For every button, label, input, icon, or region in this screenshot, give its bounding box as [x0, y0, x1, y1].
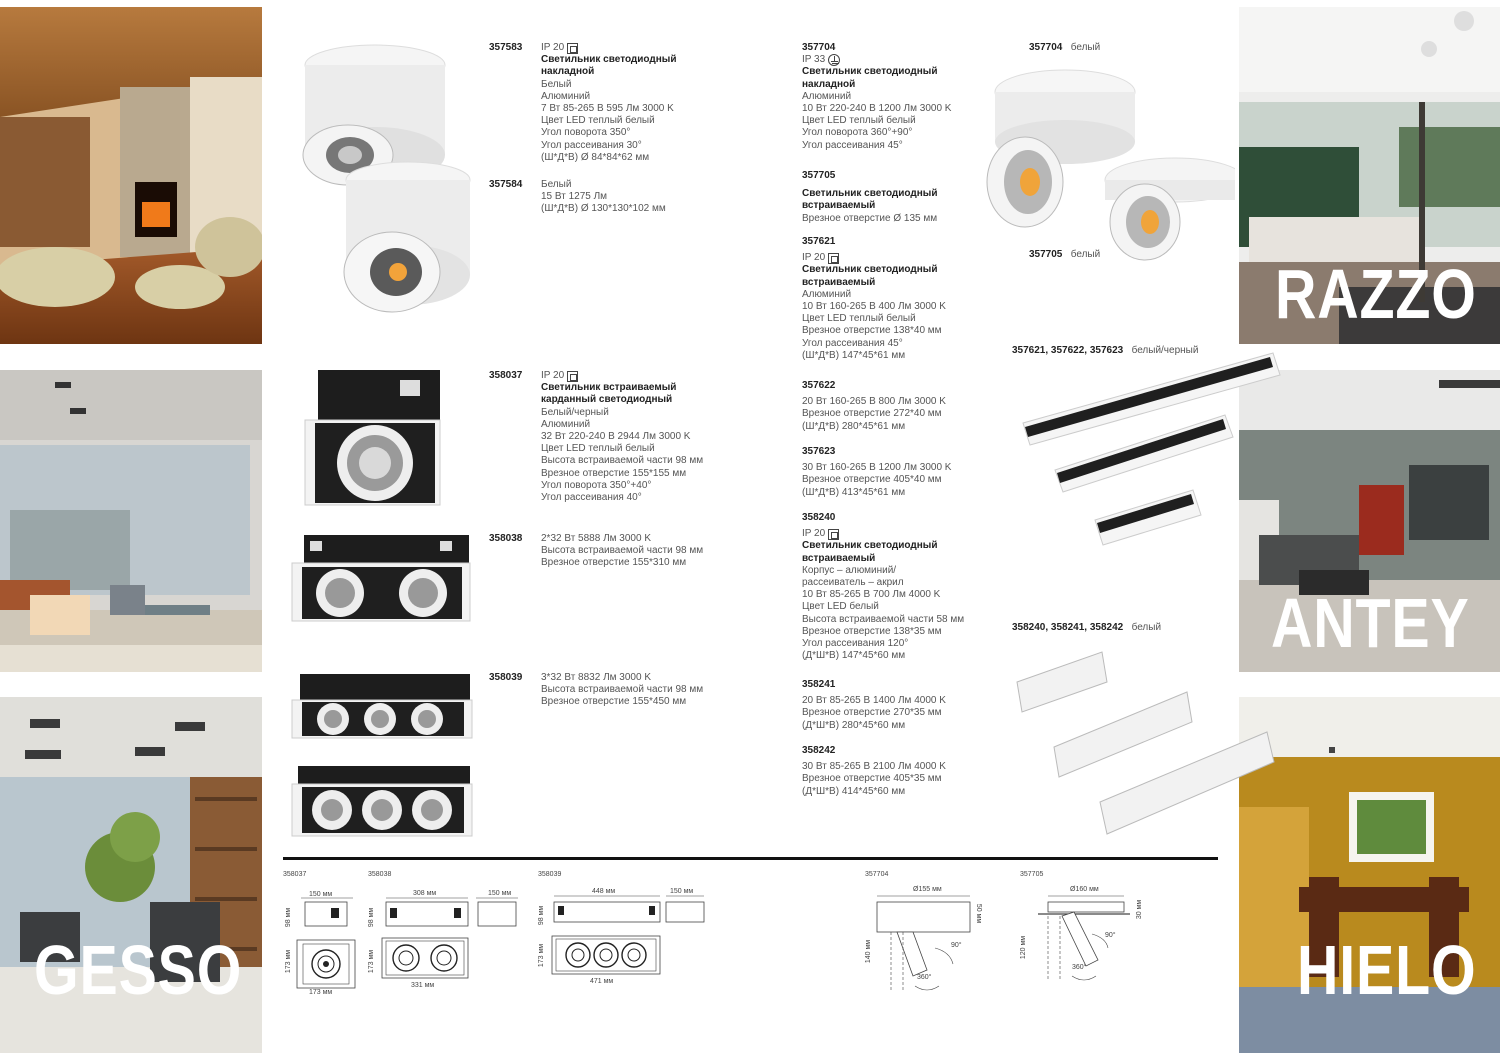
ip20-icon: [567, 370, 579, 382]
product-357622: 357622 20 Вт 160-265 В 800 Лм 3000 K Вре…: [802, 380, 946, 432]
drawing-357705: 357705 Ø160 мм 30 мм 120 мм 90° 360°: [1020, 868, 1150, 1000]
image-358038: [291, 535, 471, 622]
drawing-358038: 358038 308 мм 150 мм 98 мм 173 мм 331 мм: [368, 868, 533, 1000]
product-358038: 358038 2*32 Вт 5888 Лм 3000 K Высота вст…: [489, 533, 704, 569]
drawing-358039: 358039 448 мм 150 мм 98 мм 173 мм 471 мм: [538, 868, 718, 1000]
ip20-icon: [828, 528, 840, 540]
image-357583-357584: [302, 44, 471, 313]
product-357704: 357704 IP 33 Светильник светодиодный нак…: [802, 42, 952, 151]
product-358241: 358241 20 Вт 85-265 В 1400 Лм 4000 K Вре…: [802, 679, 946, 731]
product-358039: 358039 3*32 Вт 8832 Лм 3000 K Высота вст…: [489, 672, 704, 708]
ip20-icon: [567, 42, 579, 54]
image-357704-357705: [986, 69, 1235, 261]
caption-razzo: RAZZO: [1275, 255, 1477, 333]
photo-living-room: [0, 7, 262, 344]
photo-razzo-room: RAZZO: [1239, 7, 1500, 344]
product-code: 357583: [489, 42, 523, 53]
photo-antey-room: ANTEY: [1239, 370, 1500, 672]
product-357705: 357705 Светильник светодиодный встраивае…: [802, 170, 938, 224]
product-358240: 358240 IP 20 Светильник светодиодный вст…: [802, 512, 965, 662]
drawing-358037: 358037 150 мм 98 мм 173 мм 173 мм: [283, 868, 368, 1000]
caption-gesso: GESSO: [34, 931, 243, 1009]
photo-gesso-office: GESSO: [0, 697, 262, 1053]
photo-office-room: [0, 370, 262, 672]
label-357705-image: 357705 белый: [1029, 249, 1101, 260]
image-358037: [304, 370, 441, 506]
product-357621: 357621 IP 20 Светильник светодиодный вст…: [802, 236, 946, 361]
label-357704-image: 357704 белый: [1029, 42, 1101, 53]
caption-antey: ANTEY: [1271, 584, 1470, 662]
caption-hielo: HIELO: [1297, 931, 1477, 1009]
product-358037: 358037 IP 20 Светильник встраиваемый кар…: [489, 370, 704, 504]
product-357623: 357623 30 Вт 160-265 В 1200 Лм 3000 K Вр…: [802, 446, 952, 498]
image-358240-358242: [1016, 651, 1275, 835]
image-357621-357623: [1022, 352, 1281, 546]
image-358039: [291, 674, 473, 837]
product-358242: 358242 30 Вт 85-265 В 2100 Лм 4000 K Вре…: [802, 745, 946, 797]
product-357584: 357584 Белый 15 Вт 1275 Лм (Ш*Д*В) Ø 130…: [489, 179, 666, 215]
photo-hielo-room: HIELO: [1239, 697, 1500, 1053]
drawing-357704: 357704 Ø155 мм 50 мм 140 мм 90° 360°: [865, 868, 985, 1000]
ground-icon: [828, 54, 841, 67]
ip20-icon: [828, 252, 840, 264]
product-357583: 357583 IP 20 Светильник светодиодный нак…: [489, 42, 677, 163]
label-358240-image: 358240, 358241, 358242 белый: [1012, 622, 1162, 633]
label-357621-image: 357621, 357622, 357623 белый/черный: [1012, 345, 1199, 356]
section-divider: [283, 857, 1218, 860]
